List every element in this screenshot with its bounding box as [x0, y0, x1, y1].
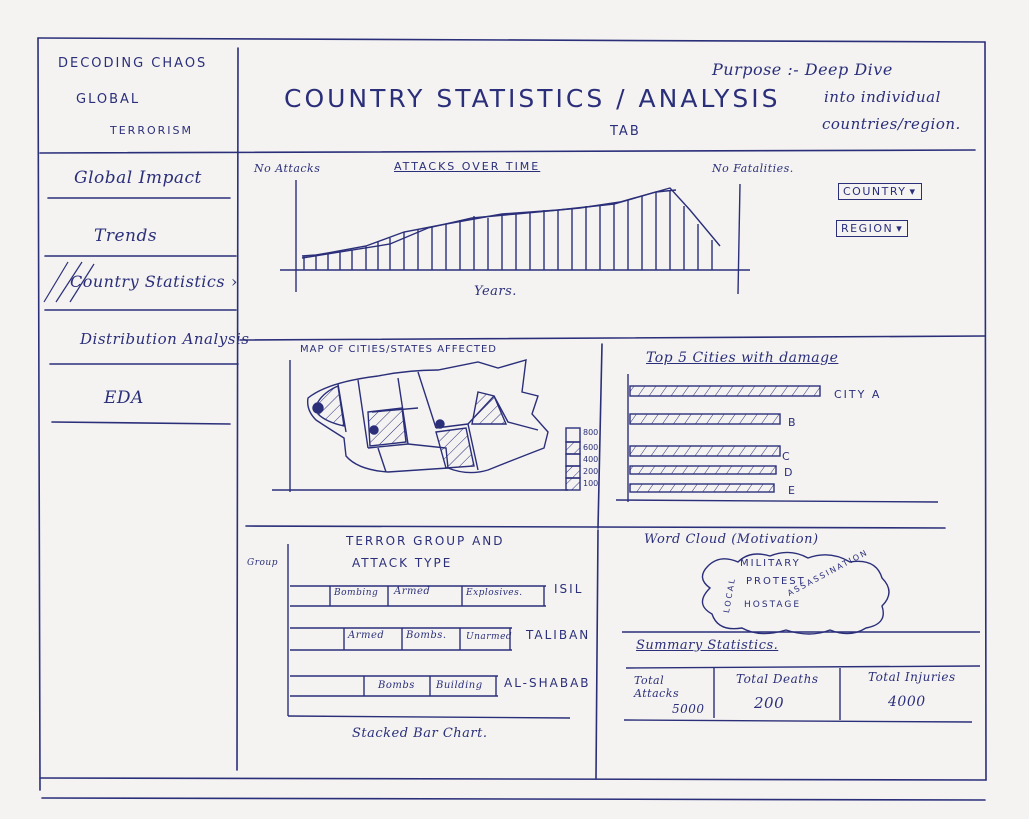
sidebar-item-eda[interactable]: EDA: [104, 388, 144, 408]
sidebar-item-label: EDA: [104, 388, 144, 408]
attacks-chart-title: ATTACKS OVER TIME: [394, 160, 541, 173]
map-legend-label: 600: [583, 443, 599, 452]
stat-total-injuries-label: Total Injuries: [868, 670, 956, 684]
active-hatch: [43, 261, 95, 303]
attacks-y-left-label: No Attacks: [254, 162, 321, 175]
map-legend-label: 100: [583, 479, 599, 488]
map-hatched-region: [367, 407, 407, 447]
page-title: COUNTRY STATISTICS / ANALYSIS: [284, 84, 781, 113]
sidebar-item-global-impact[interactable]: Global Impact: [74, 168, 202, 188]
map-marker: [369, 425, 379, 435]
map-title: MAP OF CITIES/STATES AFFECTED: [300, 344, 497, 355]
stat-total-attacks-value: 5000: [672, 702, 705, 716]
word-cloud-word: HOSTAGE: [744, 600, 802, 610]
map-legend-label: 400: [583, 455, 599, 464]
segment-label: Bombs: [378, 680, 415, 691]
sidebar-item-label: Distribution Analysis: [80, 330, 250, 348]
map-hatched-region: [317, 384, 345, 427]
map-hatched-region: [435, 427, 475, 469]
map-legend-label: 200: [583, 467, 599, 476]
chevron-right-icon: ›: [231, 272, 238, 291]
segment-label: Building: [436, 680, 483, 691]
chevron-down-icon: ▾: [909, 185, 917, 198]
bar-city-c: [629, 445, 781, 457]
sidebar-item-trends[interactable]: Trends: [94, 226, 157, 246]
map-marker: [435, 419, 445, 429]
dropdown-label: COUNTRY: [843, 185, 907, 198]
group-label: TALIBAN: [526, 628, 591, 642]
sidebar-item-distribution-analysis[interactable]: Distribution Analysis: [80, 330, 249, 348]
top-city-label: C: [782, 450, 792, 463]
purpose-line-1: Purpose :- Deep Dive: [712, 60, 893, 79]
map-hatched-region: [471, 391, 508, 425]
terror-groups-caption: Stacked Bar Chart.: [352, 726, 488, 741]
purpose-line-3: countries/region.: [822, 115, 961, 133]
word-cloud-title: Word Cloud (Motivation): [644, 532, 819, 547]
chevron-down-icon: ▾: [896, 222, 904, 235]
group-label: AL-SHABAB: [504, 676, 591, 690]
word-cloud-word: PROTEST: [746, 576, 806, 587]
dropdown-label: REGION: [841, 222, 894, 235]
segment-label: Unarmed: [466, 632, 513, 642]
top-cities-title: Top 5 Cities with damage: [646, 350, 839, 366]
chart-axis: [615, 499, 939, 503]
summary-grid: [622, 631, 981, 723]
bar-city-b: [629, 413, 781, 425]
top-city-label: B: [788, 416, 798, 429]
terror-groups-chart: [287, 544, 571, 719]
brand-line-1: DECODING CHAOS: [58, 56, 208, 71]
top-cities-chart: [615, 374, 939, 503]
city-state-map: [272, 359, 581, 492]
segment-label: Armed: [394, 586, 431, 597]
segment-label: Explosives.: [466, 588, 523, 598]
attacks-y-right-label: No Fatalities.: [712, 162, 794, 175]
map-legend: [565, 427, 581, 491]
segment-label: Bombing: [334, 588, 379, 598]
word-cloud-word: MILITARY: [740, 558, 801, 569]
word-cloud-shape: [701, 551, 890, 635]
attacks-over-time-chart: [280, 180, 750, 295]
sidebar-item-country-statistics[interactable]: Country Statistics ›: [43, 261, 238, 303]
map-marker: [312, 402, 324, 414]
top-city-label: D: [784, 466, 795, 479]
bar-city-a: [629, 385, 821, 397]
stat-total-attacks-label: Total Attacks: [634, 674, 680, 700]
segment-label: Bombs.: [406, 630, 447, 641]
map-legend-label: 800: [583, 428, 599, 437]
stat-total-deaths-label: Total Deaths: [736, 672, 819, 686]
attacks-x-label: Years.: [474, 284, 517, 299]
terror-groups-y-label: Group: [247, 558, 278, 568]
page-subtitle: TAB: [610, 124, 641, 139]
top-city-label: CITY A: [834, 388, 882, 401]
purpose-line-2: into individual: [824, 88, 941, 106]
group-label: ISIL: [554, 582, 584, 596]
chart-axis: [737, 183, 741, 295]
sidebar-item-label: Country Statistics: [70, 272, 226, 291]
map-region: [306, 359, 549, 474]
bar-city-d: [629, 465, 777, 475]
region-dropdown[interactable]: REGION ▾: [836, 220, 909, 237]
terror-groups-title-1: TERROR GROUP AND: [346, 534, 505, 548]
sidebar-item-label: Global Impact: [74, 168, 202, 188]
chart-axis: [287, 715, 571, 719]
stat-total-deaths-value: 200: [754, 694, 785, 712]
top-city-label: E: [788, 484, 797, 497]
bar-city-e: [629, 483, 775, 493]
brand-line-3: TERRORISM: [110, 124, 193, 137]
summary-title: Summary Statistics.: [636, 638, 779, 653]
brand-line-2: GLOBAL: [76, 92, 141, 107]
stat-total-injuries-value: 4000: [888, 694, 926, 710]
terror-groups-title-2: ATTACK TYPE: [352, 556, 453, 570]
country-dropdown[interactable]: COUNTRY ▾: [838, 183, 922, 200]
sidebar-item-label: Trends: [94, 226, 158, 246]
segment-label: Armed: [348, 630, 385, 641]
